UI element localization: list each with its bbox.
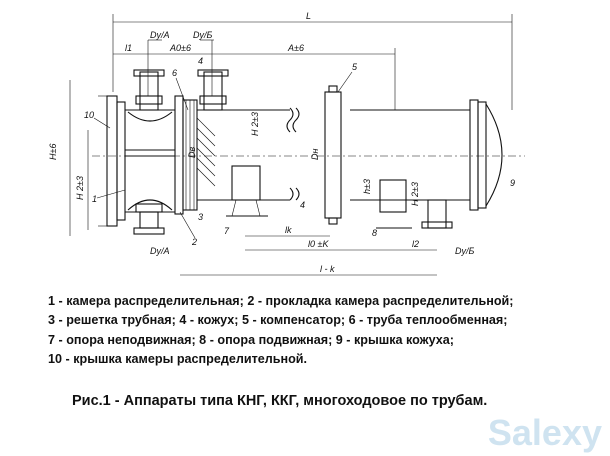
dim-l2-label: l2 bbox=[412, 239, 419, 249]
shell-cover bbox=[469, 99, 503, 211]
legend-line-2: 3 - решетка трубная; 4 - кожух; 5 - комп… bbox=[48, 313, 508, 328]
legend-line-1: 1 - камера распределительная; 2 - прокла… bbox=[48, 294, 514, 308]
dim-L: L bbox=[112, 11, 513, 110]
dim-h3-label: h±3 bbox=[362, 179, 372, 194]
dim-h1-top-label: H 2±3 bbox=[250, 112, 260, 136]
watermark-logo: Salexy bbox=[487, 412, 602, 453]
dim-dya-bottom-label: Dy/A bbox=[150, 246, 170, 256]
dim-dyb-bottom-label: Dy/Б bbox=[455, 246, 475, 256]
tube-sheet bbox=[174, 95, 198, 215]
callouts: 1 2 3 4 4 5 6 7 8 9 10 bbox=[84, 56, 515, 247]
callout-10: 10 bbox=[84, 110, 94, 120]
dim-h2-left-label: H 2±3 bbox=[75, 176, 85, 200]
callout-2: 2 bbox=[191, 237, 197, 247]
tube-bundle bbox=[196, 117, 216, 187]
dim-h-label: H±6 bbox=[48, 144, 58, 160]
dim-lminus-label: l - k bbox=[320, 264, 335, 274]
dim-dn-label: Dн bbox=[310, 149, 320, 160]
shell bbox=[197, 107, 470, 201]
compensator bbox=[324, 85, 342, 225]
callout-5: 5 bbox=[352, 62, 358, 72]
dim-l0-label: l0 ±K bbox=[308, 239, 329, 249]
callout-8: 8 bbox=[372, 228, 377, 238]
figure-caption: Рис.1 - Аппараты типа КНГ, ККГ, многоход… bbox=[72, 393, 488, 409]
top-nozzle-a bbox=[133, 69, 165, 111]
bottom-nozzle-b bbox=[421, 199, 453, 229]
callout-6: 6 bbox=[172, 68, 177, 78]
callout-7: 7 bbox=[224, 226, 230, 236]
chamber-cover bbox=[98, 95, 126, 227]
dim-L-label: L bbox=[306, 11, 311, 21]
callout-1: 1 bbox=[92, 194, 97, 204]
fixed-support bbox=[226, 165, 268, 217]
dim-a0-label: A0±6 bbox=[169, 43, 191, 53]
legend-line-4: 10 - крышка камеры распределительной. bbox=[48, 352, 308, 367]
callout-3: 3 bbox=[198, 212, 203, 222]
legend: 1 - камера распределительная; 2 - прокла… bbox=[48, 292, 588, 370]
dim-h1-right-label: H 2±3 bbox=[410, 182, 420, 206]
dim-row-top: l1 Dy/A Dy/Б A0±6 A±6 bbox=[113, 30, 396, 110]
dim-lk-label: lk bbox=[285, 225, 292, 235]
heat-exchanger-drawing: L l1 Dy/A Dy/Б A0±6 A±6 bbox=[48, 11, 525, 276]
callout-9: 9 bbox=[510, 178, 515, 188]
dim-left: H±6 H 2±3 bbox=[48, 80, 89, 236]
dim-a-label: A±6 bbox=[287, 43, 304, 53]
top-nozzle-b bbox=[197, 69, 229, 111]
callout-4b: 4 bbox=[300, 200, 305, 210]
dim-dyb-top-label: Dy/Б bbox=[193, 30, 213, 40]
legend-line-3: 7 - опора неподвижная; 8 - опора подвижн… bbox=[48, 332, 454, 347]
distribution-chamber bbox=[125, 109, 175, 213]
bottom-nozzle-a bbox=[133, 203, 165, 235]
dim-dya-top-label: Dy/A bbox=[150, 30, 170, 40]
dim-db-label: Dв bbox=[187, 147, 197, 158]
dim-bottom: lk l0 ±K l2 l - k Dy/A Dy/Б bbox=[150, 225, 475, 276]
callout-4: 4 bbox=[198, 56, 203, 66]
movable-support bbox=[376, 179, 412, 229]
dim-l1-label: l1 bbox=[125, 43, 132, 53]
